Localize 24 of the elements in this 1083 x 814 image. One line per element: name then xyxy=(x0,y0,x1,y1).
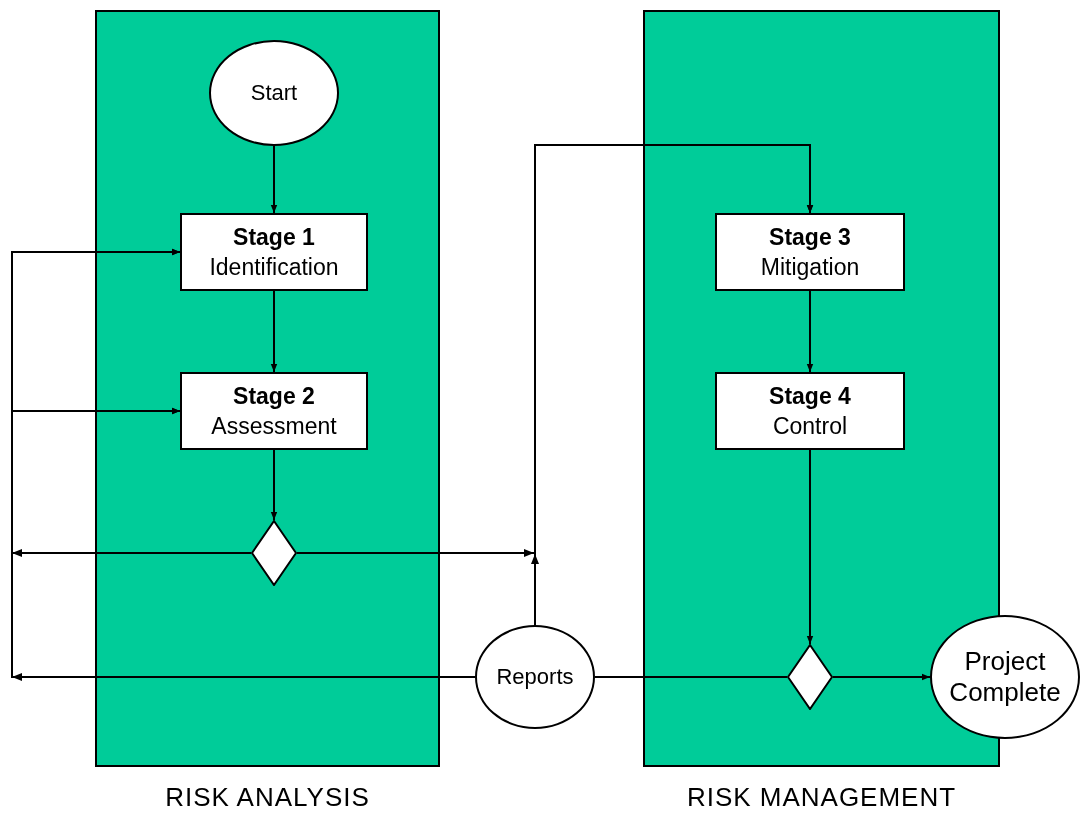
lane-title: RISK ANALYSIS xyxy=(164,782,371,813)
process-box xyxy=(715,372,905,450)
stage-name: Assessment xyxy=(211,412,337,441)
arrow xyxy=(270,145,278,214)
stage-title: Stage 3 xyxy=(769,223,851,252)
arrow xyxy=(270,290,278,373)
process-box xyxy=(180,213,368,291)
process-box xyxy=(180,372,368,450)
arrow xyxy=(806,290,814,373)
stage-title: Stage 2 xyxy=(233,382,315,411)
arrow xyxy=(534,144,814,626)
arrow xyxy=(832,673,931,681)
stage-title: Stage 4 xyxy=(769,382,851,411)
node-label: Reports xyxy=(496,663,574,691)
node-label: Project Complete xyxy=(948,645,1062,709)
stage-name: Identification xyxy=(209,253,339,282)
arrow xyxy=(806,449,814,645)
node-label: Start xyxy=(250,79,298,107)
lane-title: RISK MANAGEMENT xyxy=(685,782,958,813)
arrow xyxy=(270,449,278,521)
stage-name: Control xyxy=(772,412,848,441)
process-box xyxy=(715,213,905,291)
stage-title: Stage 1 xyxy=(233,223,315,252)
stage-name: Mitigation xyxy=(760,253,860,282)
